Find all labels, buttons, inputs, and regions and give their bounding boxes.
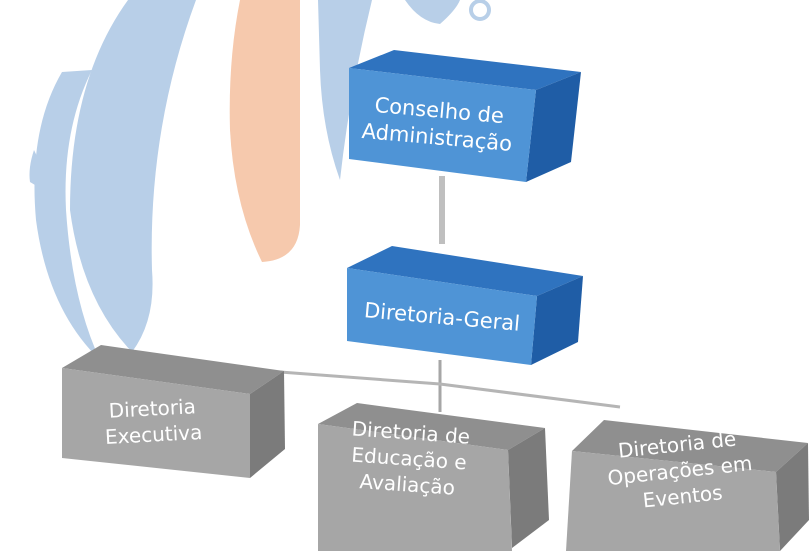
node-conselho-side <box>526 72 581 182</box>
node-label-line: Diretoria <box>108 394 196 423</box>
connectors <box>279 176 621 412</box>
watermark-letter-top <box>405 0 460 24</box>
node-diretoria-executiva-front <box>62 368 250 478</box>
node-diretoria-educacao-top <box>318 403 545 450</box>
watermark-beak <box>29 150 60 205</box>
node-diretoria-operacoes-front <box>566 451 780 551</box>
node-diretoria-educacao-side <box>508 428 549 548</box>
node-label-line: Executiva <box>104 420 202 449</box>
node-conselho-front <box>349 68 536 182</box>
node-diretoria-educacao-front <box>318 424 512 551</box>
watermark-arc-blue-large <box>70 0 196 352</box>
node-diretoria-executiva-top <box>62 345 284 394</box>
node-diretoria-geral-side <box>531 276 583 365</box>
watermark-dot <box>469 0 491 21</box>
node-conselho-top <box>349 50 581 90</box>
watermark-logo <box>29 0 491 360</box>
node-diretoria-operacoes-side <box>776 443 809 551</box>
watermark-arc-orange <box>229 0 300 262</box>
watermark-arc-blue-outer <box>34 70 100 360</box>
watermark-crescent-blue <box>318 0 372 180</box>
node-diretoria-geral: Diretoria-Geral <box>347 246 583 365</box>
node-diretoria-operacoes-top <box>572 420 808 472</box>
connector-branch-horizontal <box>279 370 621 409</box>
node-diretoria-geral-front <box>347 268 537 365</box>
node-diretoria-geral-top <box>347 246 583 296</box>
node-diretoria-executiva-side <box>250 371 285 478</box>
